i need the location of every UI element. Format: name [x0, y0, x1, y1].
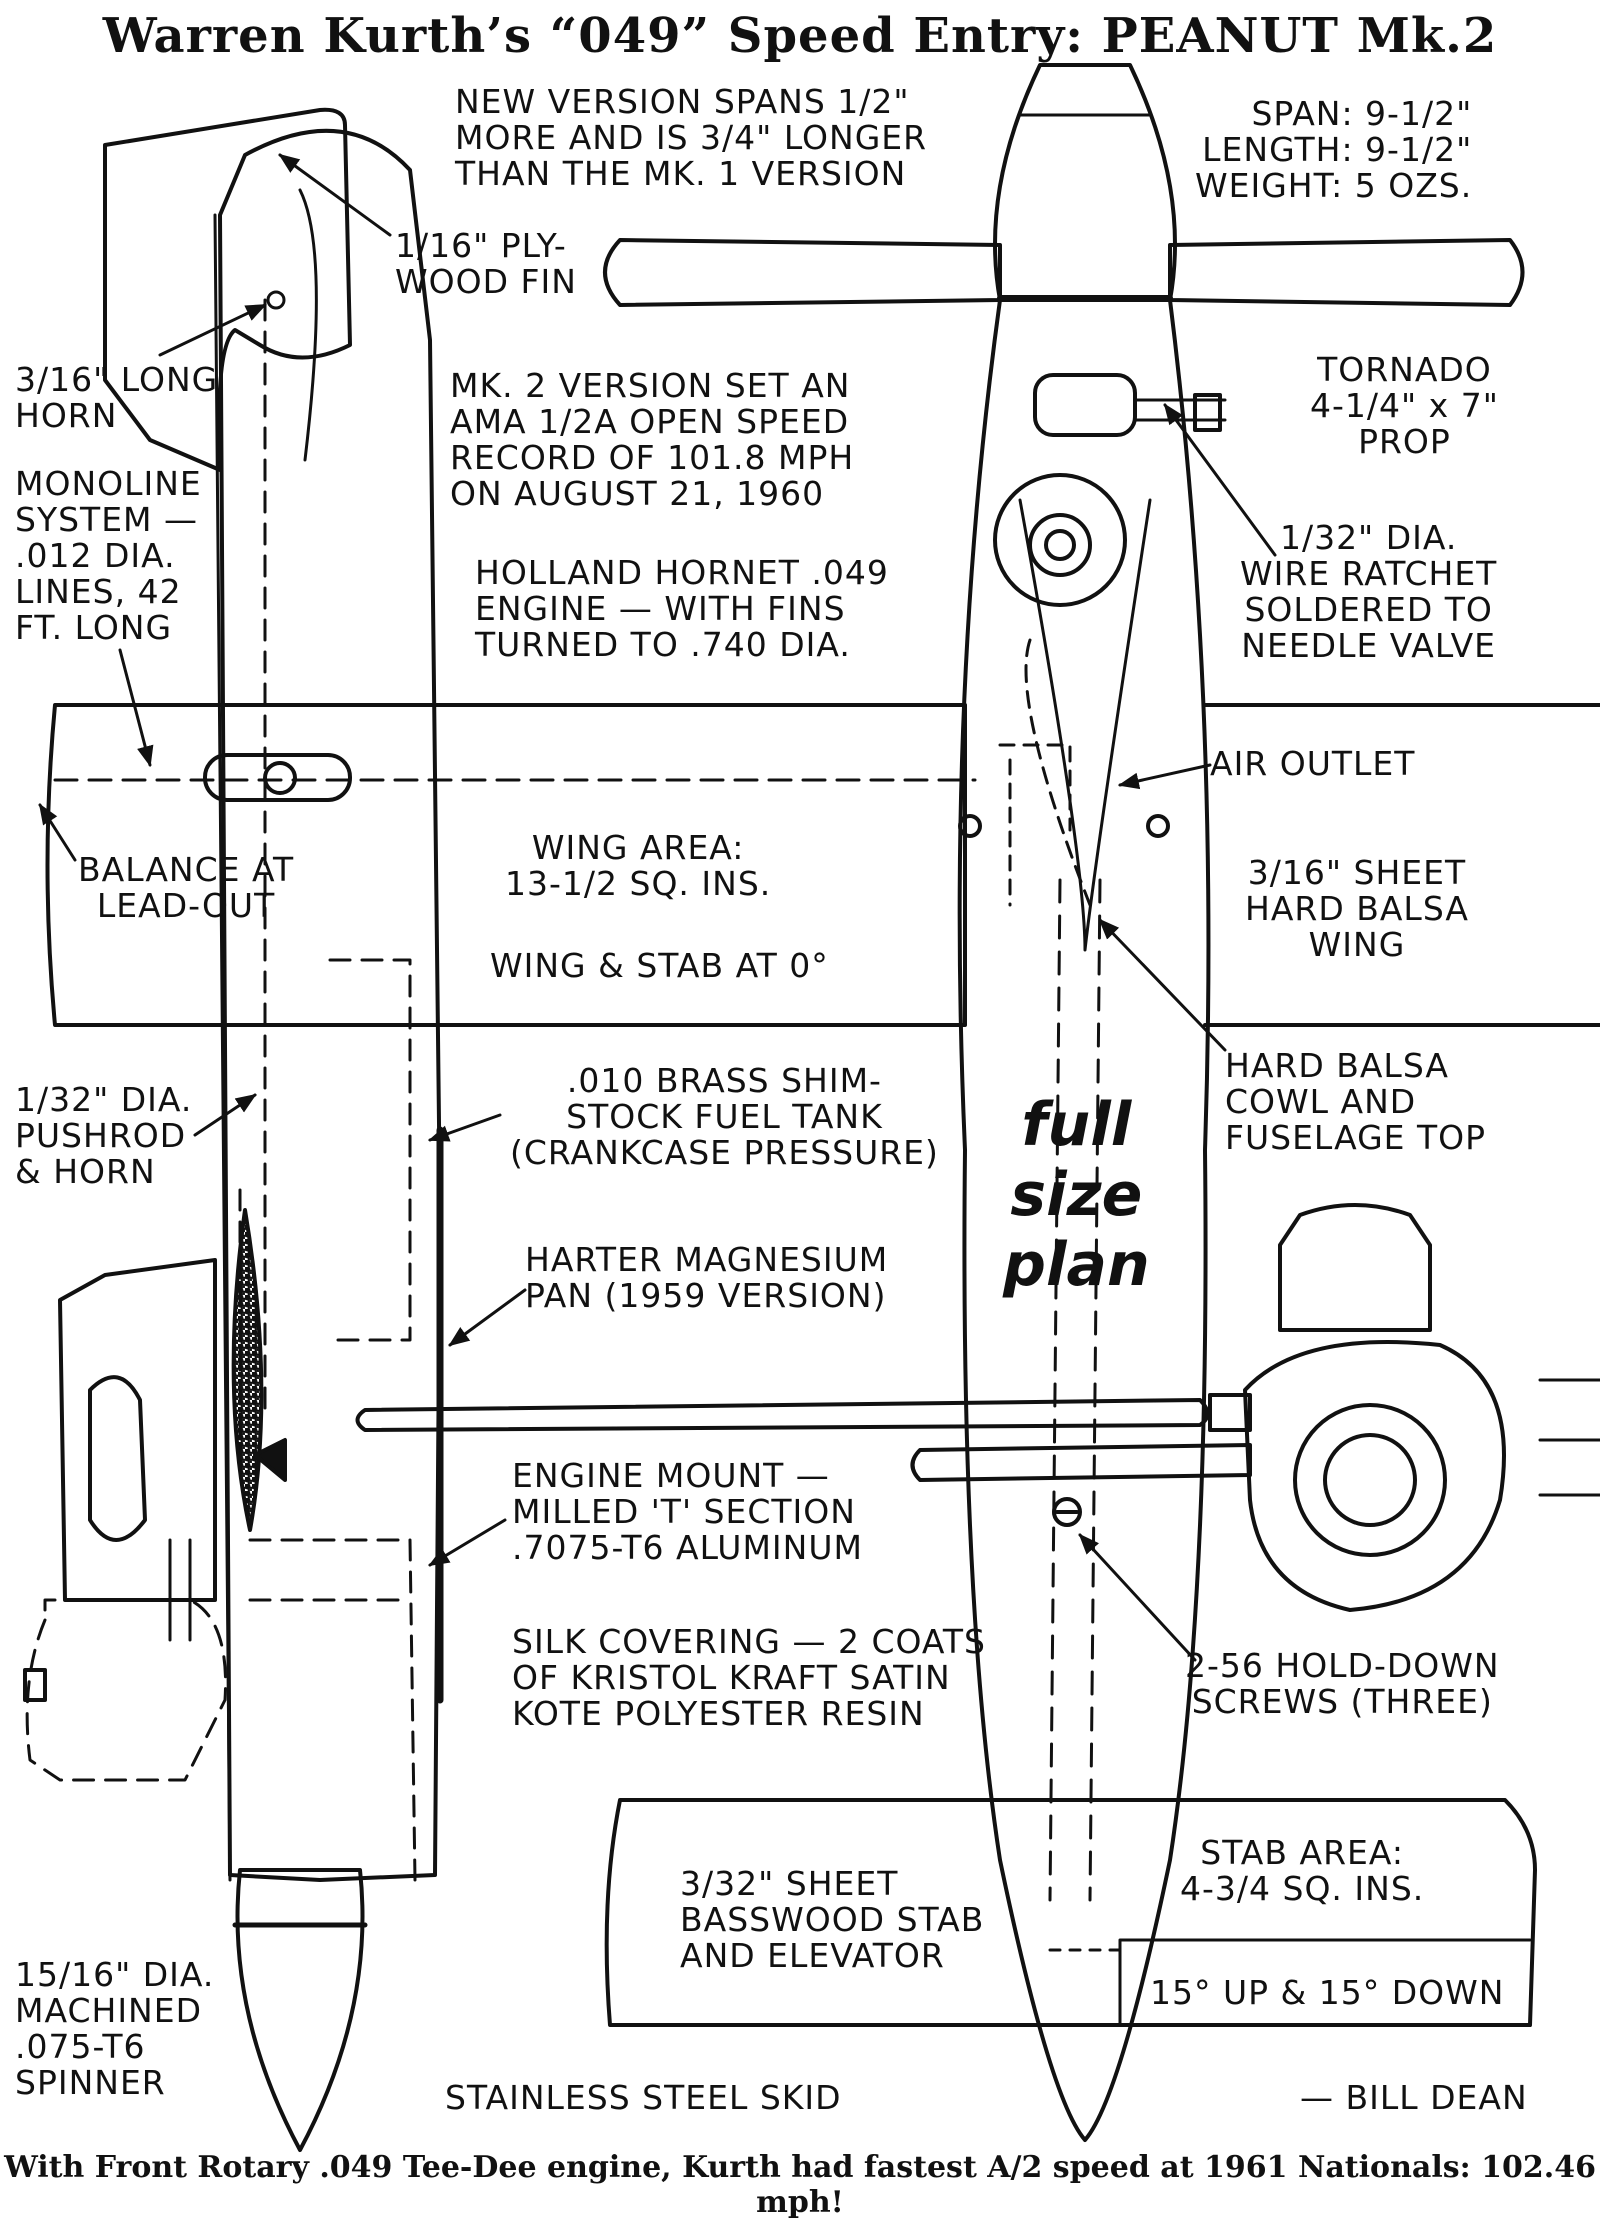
spinner-top [995, 65, 1175, 300]
note-stab-area: STAB AREA: 4-3/4 SQ. INS. [1180, 1835, 1424, 1907]
page-title: Warren Kurth’s “049” Speed Entry: PEANUT… [0, 8, 1600, 64]
note-skid: STAINLESS STEEL SKID [445, 2080, 842, 2116]
note-covering: SILK COVERING — 2 COATS OF KRISTOL KRAFT… [512, 1624, 986, 1732]
note-specs: SPAN: 9-1/2" LENGTH: 9-1/2" WEIGHT: 5 OZ… [1195, 96, 1472, 204]
note-cowl: HARD BALSA COWL AND FUSELAGE TOP [1225, 1048, 1486, 1156]
spinner-side [238, 1870, 363, 2150]
note-ratchet: 1/32" DIA. WIRE RATCHET SOLDERED TO NEED… [1240, 520, 1497, 664]
note-fuel-tank: .010 BRASS SHIM- STOCK FUEL TANK (CRANKC… [510, 1063, 939, 1171]
note-mount: ENGINE MOUNT — MILLED 'T' SECTION .7075-… [512, 1458, 863, 1566]
note-tornado: TORNADO 4-1/4" x 7" PROP [1310, 352, 1499, 460]
wing-section [234, 1210, 262, 1530]
note-hold-down: 2-56 HOLD-DOWN SCREWS (THREE) [1185, 1648, 1500, 1720]
note-credit: — BILL DEAN [1300, 2080, 1528, 2116]
note-pushrod: 1/32" DIA. PUSHROD & HORN [15, 1082, 192, 1190]
note-wing-stab: WING & STAB AT 0° [490, 948, 829, 984]
note-monoline: MONOLINE SYSTEM — .012 DIA. LINES, 42 FT… [15, 466, 202, 646]
full-size-plan-mark: full size plan [1003, 1090, 1150, 1300]
note-elevator: 15° UP & 15° DOWN [1150, 1975, 1504, 2011]
footer-caption: With Front Rotary .049 Tee-Dee engine, K… [0, 2150, 1600, 2220]
note-new-version: NEW VERSION SPANS 1/2" MORE AND IS 3/4" … [455, 84, 927, 192]
note-stab-sheet: 3/32" SHEET BASSWOOD STAB AND ELEVATOR [680, 1866, 984, 1974]
side-fuselage-outline [220, 131, 440, 1880]
note-air-outlet: AIR OUTLET [1210, 746, 1415, 782]
note-wing-sheet: 3/16" SHEET HARD BALSA WING [1245, 855, 1469, 963]
note-engine: HOLLAND HORNET .049 ENGINE — WITH FINS T… [475, 555, 889, 663]
note-long-horn: 3/16" LONG HORN [15, 362, 218, 434]
note-record: MK. 2 VERSION SET AN AMA 1/2A OPEN SPEED… [450, 368, 854, 512]
note-ply-fin: 1/16" PLY- WOOD FIN [395, 228, 577, 300]
note-spinner: 15/16" DIA. MACHINED .075-T6 SPINNER [15, 1957, 214, 2101]
note-balance: BALANCE AT LEAD-OUT [78, 852, 294, 924]
note-wing-area: WING AREA: 13-1/2 SQ. INS. [505, 830, 771, 902]
note-pan: HARTER MAGNESIUM PAN (1959 VERSION) [525, 1242, 888, 1314]
